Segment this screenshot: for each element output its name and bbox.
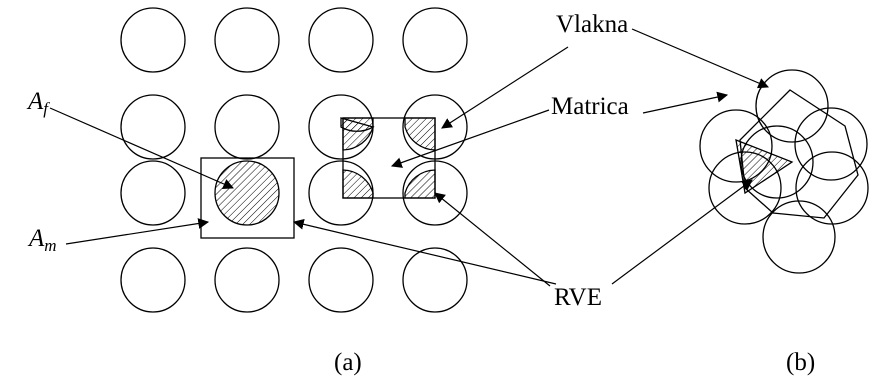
fiber	[762, 200, 836, 274]
fiber	[699, 109, 773, 183]
fiber	[755, 69, 829, 143]
label-rve: RVE	[554, 284, 602, 311]
hatched-fiber-area	[214, 160, 280, 226]
arrow-matrica-b	[642, 91, 729, 114]
label-panel-a: (a)	[334, 349, 362, 376]
fiber	[214, 94, 280, 160]
arrow-am	[65, 218, 210, 245]
annotation-arrows	[49, 28, 769, 287]
arrow-vlakna-a	[441, 46, 569, 129]
rve-box-centered	[200, 157, 295, 239]
label-vlakna: Vlakna	[556, 11, 628, 38]
fiber	[120, 160, 186, 226]
fiber	[120, 247, 186, 313]
arrow-rve-1	[292, 218, 557, 285]
fiber	[214, 7, 280, 73]
hexagonal-fiber-array	[699, 69, 869, 274]
fiber	[308, 7, 374, 73]
fiber	[402, 247, 468, 313]
fiber	[402, 7, 468, 73]
label-am: Am	[27, 225, 57, 255]
arrow-vlakna-b	[631, 28, 769, 89]
arrow-rve-3	[611, 179, 753, 285]
quarter-fiber-hatching	[340, 117, 436, 199]
label-af: Af	[26, 88, 50, 118]
fiber	[794, 107, 868, 181]
fiber	[214, 247, 280, 313]
arrow-af	[49, 107, 234, 190]
fiber	[795, 151, 869, 225]
fiber	[308, 247, 374, 313]
label-panel-b: (b)	[786, 349, 815, 376]
rve-box-corners	[342, 117, 436, 199]
label-matrica: Matrica	[551, 93, 629, 120]
fiber	[120, 7, 186, 73]
arrow-matrica-a	[390, 109, 550, 168]
arrow-rve-2	[434, 192, 551, 287]
fiber	[120, 94, 186, 160]
